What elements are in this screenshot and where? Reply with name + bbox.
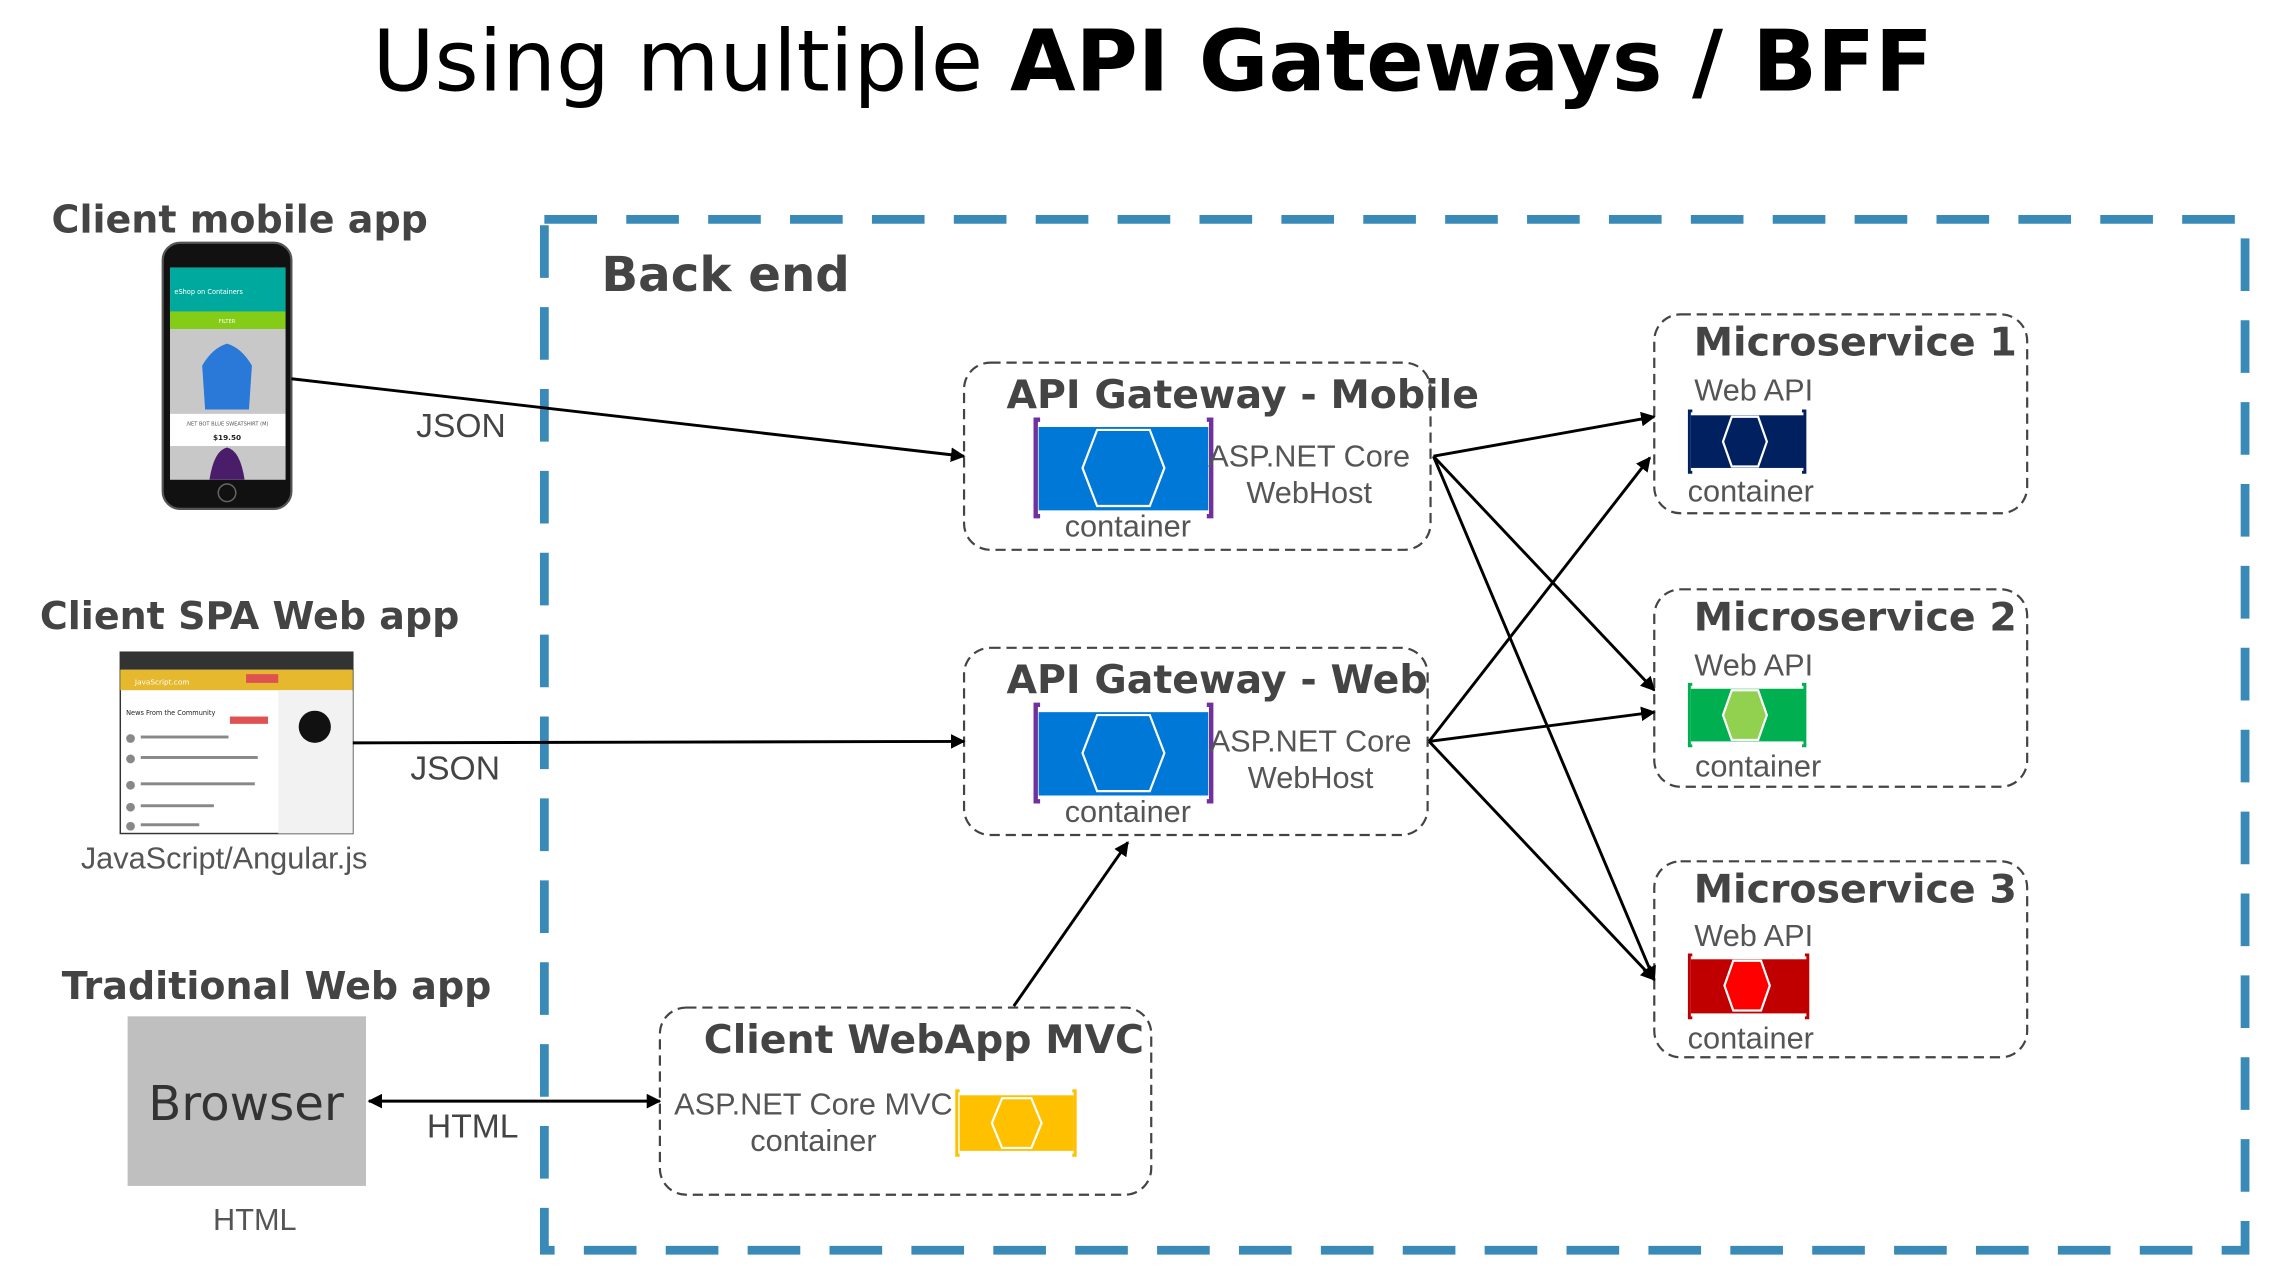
home-button-icon <box>217 483 237 503</box>
gateway-web-container: container <box>1065 794 1191 829</box>
mvc-host: ASP.NET Core MVC <box>674 1086 953 1121</box>
sweatshirt-icon <box>209 447 245 480</box>
page-title: Using multiple API Gateways / BFF <box>372 13 1932 112</box>
spa-browser-bar <box>120 652 353 670</box>
spa-submit-button <box>229 716 268 724</box>
gateway-mobile-border <box>962 361 1432 551</box>
arrow-spa-to-gateway <box>352 734 966 749</box>
gateway-web: API Gateway - Web ASP.NET Core WebHost c… <box>962 646 1429 837</box>
spa-news-list <box>126 734 258 831</box>
gateway-web-title: API Gateway - Web <box>1006 657 1427 703</box>
phone-price: $19.50 <box>213 433 241 442</box>
phone-product: .NET BOT BLUE SWEATSHIRT (M) <box>186 422 269 428</box>
client-mobile-label: Client mobile app <box>52 198 428 242</box>
microservice-2: Microservice 2 Web API container <box>1653 588 2029 788</box>
microservice-3-container: container <box>1688 1020 1814 1055</box>
spa-site: JavaScript.com <box>134 677 189 686</box>
container-icon <box>1687 682 1807 748</box>
phone-filter-bar <box>170 311 286 330</box>
container-icon <box>1687 953 1810 1020</box>
spa-sidebar-logo <box>298 710 331 743</box>
microservice-3-api: Web API <box>1694 918 1813 953</box>
microservice-3-title: Microservice 3 <box>1694 866 2017 912</box>
browser-label: Browser <box>148 1076 344 1132</box>
gateway-mobile-webhost: WebHost <box>1246 475 1372 510</box>
mobile-protocol: JSON <box>416 408 506 445</box>
microservice-1-api: Web API <box>1694 373 1813 408</box>
microservice-2-title: Microservice 2 <box>1694 594 2017 640</box>
gateway-web-host: ASP.NET Core <box>1210 724 1412 759</box>
arrow-mvc-to-gateway-web <box>1012 841 1130 1007</box>
sweatshirt-icon <box>202 343 252 410</box>
container-icon <box>1033 417 1214 519</box>
client-webapp-mvc: Client WebApp MVC ASP.NET Core MVC conta… <box>658 1006 1153 1196</box>
gateway-mobile: API Gateway - Mobile ASP.NET Core WebHos… <box>962 361 1479 551</box>
arrow-gwm-ms1 <box>1433 411 1656 458</box>
phone-app-bar <box>170 267 286 312</box>
gateway-web-webhost: WebHost <box>1248 760 1374 795</box>
microservice-1-container: container <box>1688 474 1814 509</box>
arrow-gww-ms2 <box>1428 706 1656 743</box>
container-icon <box>1687 409 1807 474</box>
gateway-mobile-host: ASP.NET Core <box>1208 438 1410 473</box>
backend-label: Back end <box>601 247 849 303</box>
page-title-prefix: Using multiple <box>372 13 1010 112</box>
page-title-bold: API Gateways / BFF <box>1010 13 1933 112</box>
spa-screenshot: JavaScript.com News From the Community <box>119 651 354 835</box>
arrow-gwm-ms2 <box>1432 455 1656 692</box>
browser-protocol: HTML <box>427 1109 519 1146</box>
arrow-gww-ms3 <box>1428 740 1656 981</box>
connections <box>291 377 1656 1109</box>
spa-site-header <box>120 669 353 691</box>
browser-caption: HTML <box>213 1202 297 1237</box>
microservice-2-container: container <box>1695 748 1821 783</box>
backend-boundary <box>539 214 2250 1255</box>
phone-image: eShop on Containers FILTER .NET BOT BLUE… <box>161 241 293 510</box>
traditional-label: Traditional Web app <box>62 964 492 1008</box>
microservice-1: Microservice 1 Web API container <box>1653 313 2029 515</box>
spa-header-button <box>246 674 279 683</box>
phone-app-title: eShop on Containers <box>174 288 243 296</box>
microservice-2-api: Web API <box>1694 648 1813 683</box>
mvc-border <box>658 1006 1153 1196</box>
spa-caption: JavaScript/Angular.js <box>81 841 368 876</box>
spa-protocol: JSON <box>410 750 500 787</box>
microservice-3: Microservice 3 Web API container <box>1653 860 2029 1059</box>
microservice-1-title: Microservice 1 <box>1694 319 2017 365</box>
container-icon <box>955 1089 1077 1157</box>
browser-box <box>127 1016 366 1186</box>
phone-filter: FILTER <box>219 319 236 325</box>
arrow-gwm-ms3 <box>1432 455 1656 982</box>
client-spa-label: Client SPA Web app <box>40 594 460 638</box>
arrow-gww-ms1 <box>1427 456 1652 743</box>
arrow-mobile-to-gateway <box>291 377 966 463</box>
gateway-mobile-title: API Gateway - Mobile <box>1006 372 1479 418</box>
gateway-mobile-container: container <box>1065 509 1191 544</box>
mvc-title: Client WebApp MVC <box>704 1017 1144 1063</box>
container-icon <box>1033 702 1214 804</box>
spa-news: News From the Community <box>126 709 215 717</box>
mvc-container: container <box>750 1123 876 1158</box>
